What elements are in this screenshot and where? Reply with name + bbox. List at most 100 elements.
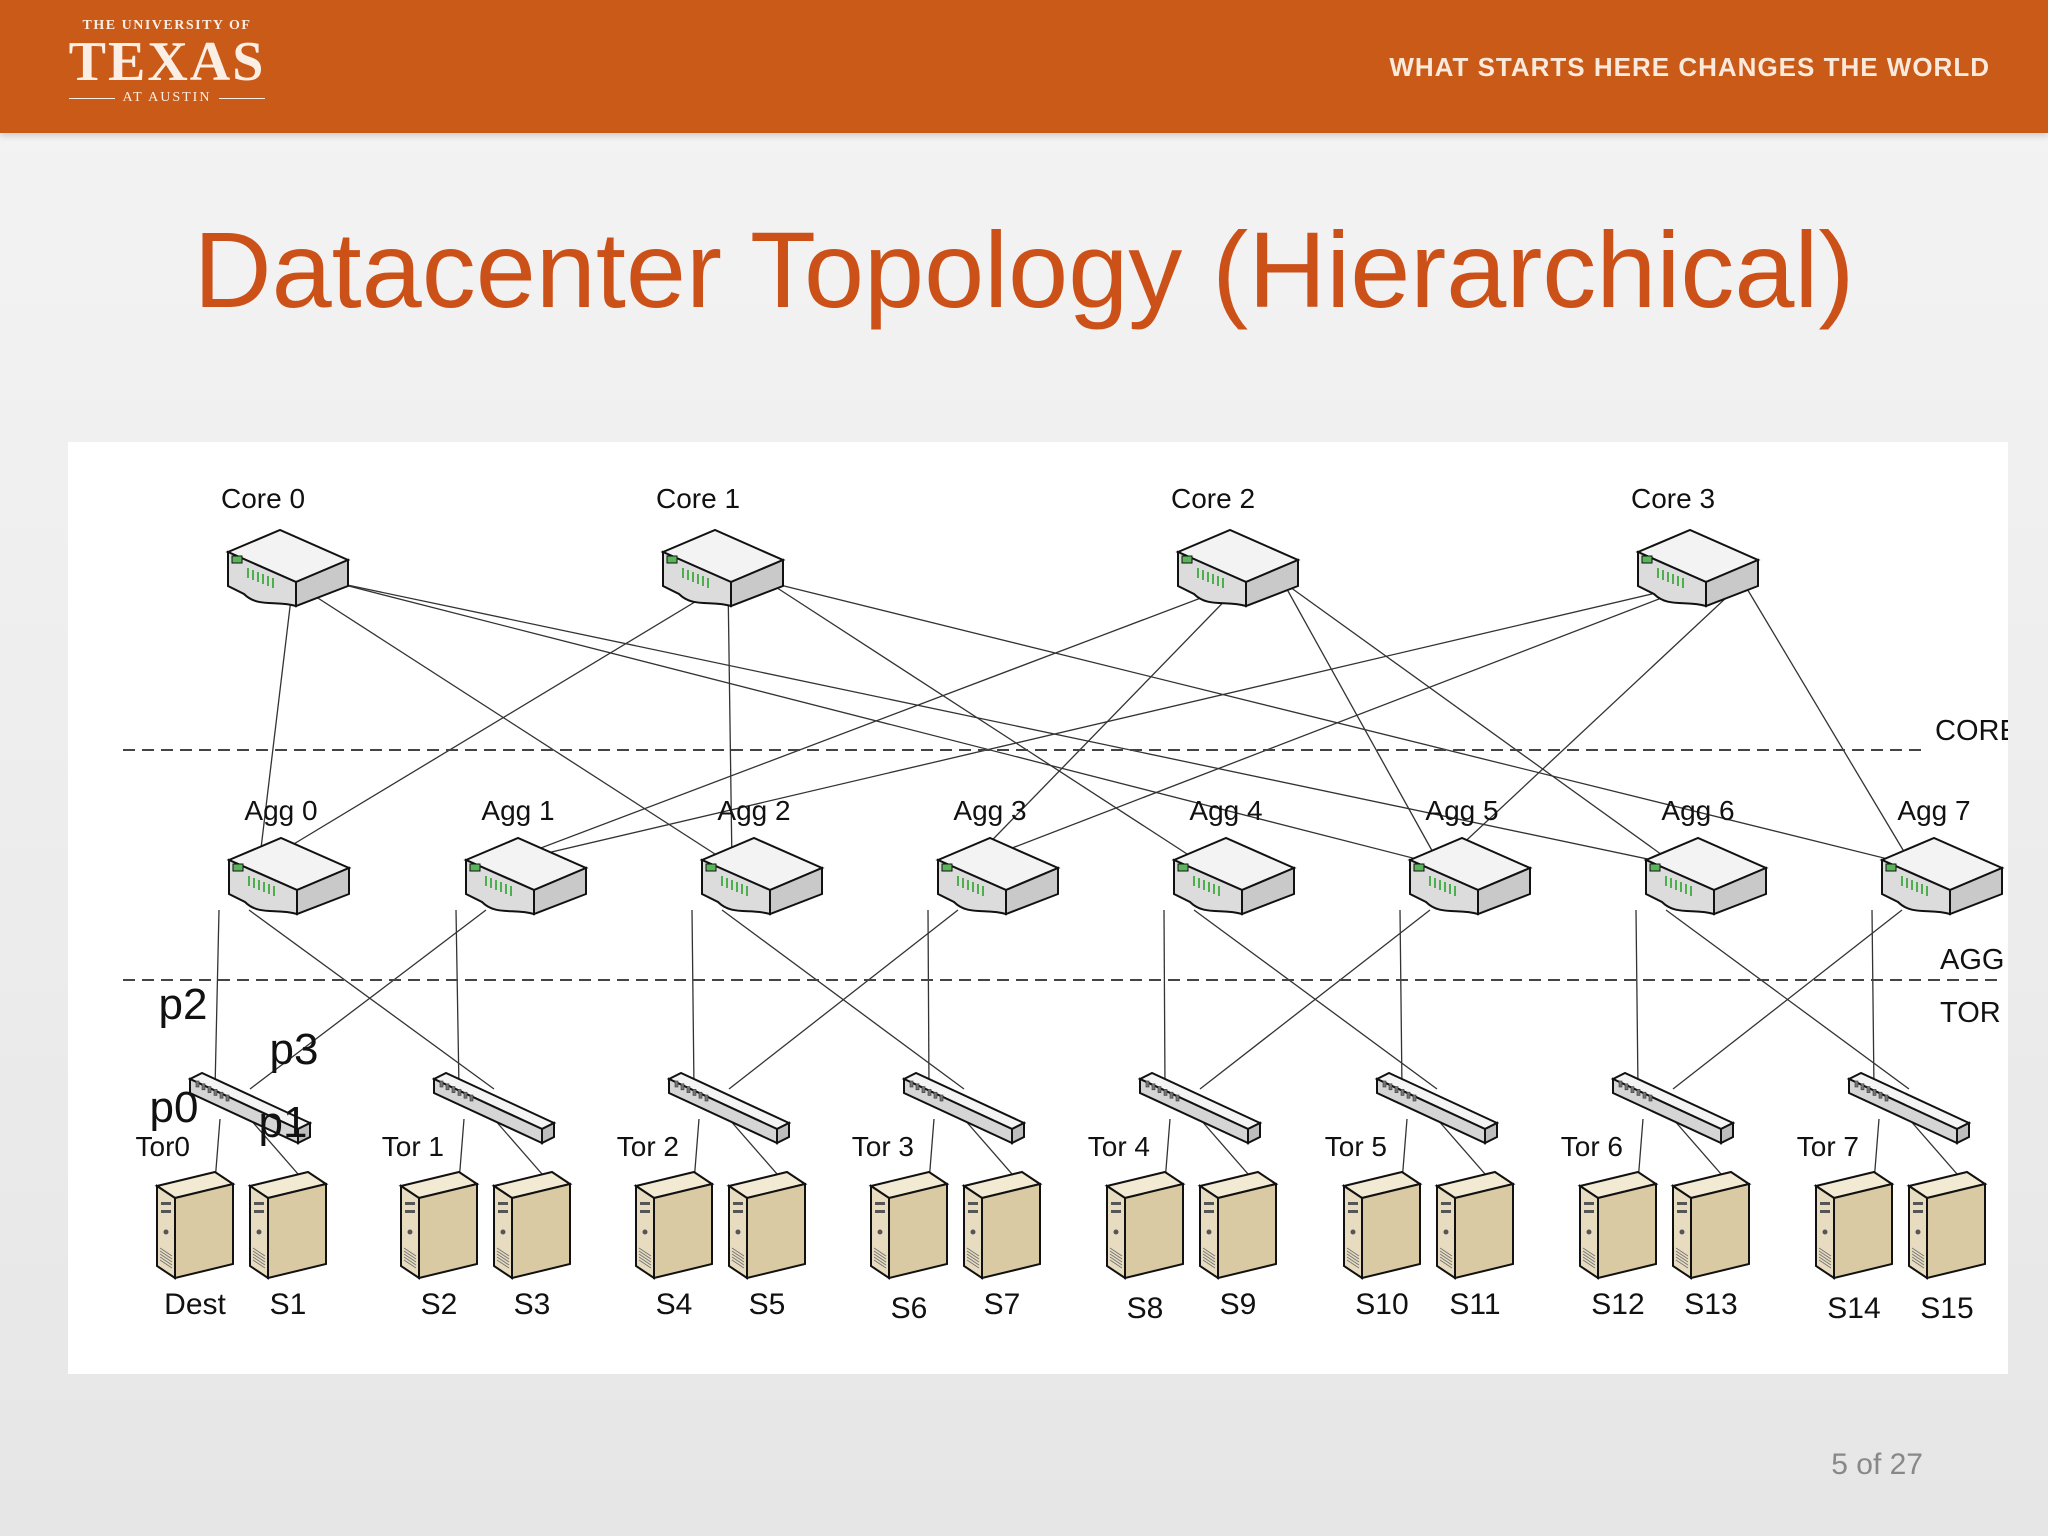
logo-austin-text: AT AUSTIN xyxy=(122,90,212,105)
core-agg-link xyxy=(967,581,1704,866)
tor-label-3: Tor 3 xyxy=(852,1131,914,1162)
port-label-p1: p1 xyxy=(259,1098,308,1147)
server-15 xyxy=(1906,1170,1988,1280)
core-agg-link xyxy=(258,581,729,866)
agg-tor-link xyxy=(691,909,695,1090)
core-agg-link xyxy=(495,581,1244,866)
agg-tor-link xyxy=(1635,909,1639,1090)
agg-label-1: Agg 1 xyxy=(481,795,554,826)
agg-label-4: Agg 4 xyxy=(1189,795,1262,826)
tor-switch-2 xyxy=(666,1071,792,1145)
server-10 xyxy=(1341,1170,1423,1280)
tor-label-7: Tor 7 xyxy=(1797,1131,1859,1162)
agg-tor-link xyxy=(927,909,930,1090)
port-label-p2: p2 xyxy=(159,980,208,1029)
agg-switch-7 xyxy=(1879,836,2005,916)
tor-server-link xyxy=(728,1118,785,1183)
agg-tor-link xyxy=(728,909,959,1090)
core-agg-link xyxy=(727,581,733,866)
devices xyxy=(154,528,2005,1280)
logo-line-university: THE UNIVERSITY OF xyxy=(82,18,252,33)
core-switch-0 xyxy=(225,528,351,608)
header-bar: THE UNIVERSITY OF TEXAS AT AUSTIN WHAT S… xyxy=(0,0,2048,133)
server-14 xyxy=(1813,1170,1895,1280)
tor-label-0: Tor0 xyxy=(136,1131,190,1162)
core-agg-link xyxy=(332,581,1677,866)
core-label-0: Core 0 xyxy=(221,483,305,514)
server-12 xyxy=(1577,1170,1659,1280)
agg-tor-link xyxy=(249,909,487,1090)
agg-tor-link xyxy=(1399,909,1403,1090)
tor-server-link xyxy=(1436,1118,1493,1183)
agg-switch-6 xyxy=(1643,836,1769,916)
agg-switch-5 xyxy=(1407,836,1533,916)
agg-label-2: Agg 2 xyxy=(717,795,790,826)
core-agg-link xyxy=(258,581,294,866)
core-agg-link xyxy=(767,581,1913,866)
agg-tor-link xyxy=(455,909,460,1090)
core-label-1: Core 1 xyxy=(656,483,740,514)
link-lines xyxy=(214,581,1965,1183)
agg-switch-2 xyxy=(699,836,825,916)
tor-switch-6 xyxy=(1610,1071,1736,1145)
tor-label-4: Tor 4 xyxy=(1088,1131,1150,1162)
tor-label-2: Tor 2 xyxy=(617,1131,679,1162)
server-7 xyxy=(961,1170,1043,1280)
port-label-p3: p3 xyxy=(270,1025,319,1074)
slide-title: Datacenter Topology (Hierarchical) xyxy=(193,209,1855,330)
tor-switch-5 xyxy=(1374,1071,1500,1145)
layer-label-tor: TOR xyxy=(1940,997,2001,1029)
server-13 xyxy=(1670,1170,1752,1280)
server-4 xyxy=(633,1170,715,1280)
core-switch-3 xyxy=(1635,528,1761,608)
core-agg-link xyxy=(1282,581,1677,866)
agg-tor-link xyxy=(1199,909,1431,1090)
core-label-2: Core 2 xyxy=(1171,483,1255,514)
agg-label-0: Agg 0 xyxy=(244,795,317,826)
server-label-1: S1 xyxy=(270,1288,307,1321)
server-label-11: S11 xyxy=(1449,1288,1500,1321)
tor-server-link xyxy=(1672,1118,1729,1183)
university-logo: THE UNIVERSITY OF TEXAS AT AUSTIN xyxy=(62,18,272,106)
tor-switch-0 xyxy=(187,1071,313,1145)
server-label-9: S9 xyxy=(1220,1288,1257,1321)
tor-label-1: Tor 1 xyxy=(382,1131,444,1162)
tor-label-5: Tor 5 xyxy=(1325,1131,1387,1162)
server-label-6: S6 xyxy=(891,1292,928,1325)
server-label-8: S8 xyxy=(1127,1292,1164,1325)
core-agg-link xyxy=(1282,581,1441,866)
core-agg-link xyxy=(967,581,1244,866)
agg-tor-link xyxy=(214,909,220,1090)
agg-tor-link xyxy=(1871,909,1875,1090)
server-0 xyxy=(154,1170,236,1280)
core-agg-link xyxy=(1742,581,1913,866)
agg-label-5: Agg 5 xyxy=(1425,795,1498,826)
agg-tor-link xyxy=(1163,909,1166,1090)
tor-server-link xyxy=(249,1118,306,1183)
server-label-12: S12 xyxy=(1591,1288,1644,1321)
core-agg-link xyxy=(767,581,1205,866)
agg-switch-0 xyxy=(226,836,352,916)
layer-label-agg: AGG xyxy=(1940,944,2004,976)
server-2 xyxy=(398,1170,480,1280)
server-label-5: S5 xyxy=(749,1288,786,1321)
tor-server-link xyxy=(493,1118,550,1183)
logo-line-texas: TEXAS xyxy=(68,31,266,93)
page-number: 5 of 27 xyxy=(1831,1448,1923,1481)
server-label-2: S2 xyxy=(421,1288,458,1321)
agg-label-7: Agg 7 xyxy=(1897,795,1970,826)
server-9 xyxy=(1197,1170,1279,1280)
agg-tor-link xyxy=(248,909,495,1090)
agg-tor-link xyxy=(1672,909,1903,1090)
server-6 xyxy=(868,1170,950,1280)
agg-switch-4 xyxy=(1171,836,1297,916)
server-5 xyxy=(726,1170,808,1280)
server-label-4: S4 xyxy=(656,1288,693,1321)
server-3 xyxy=(491,1170,573,1280)
server-8 xyxy=(1104,1170,1186,1280)
tor-switch-3 xyxy=(901,1071,1027,1145)
core-agg-link xyxy=(495,581,1704,866)
tor-switch-4 xyxy=(1137,1071,1263,1145)
